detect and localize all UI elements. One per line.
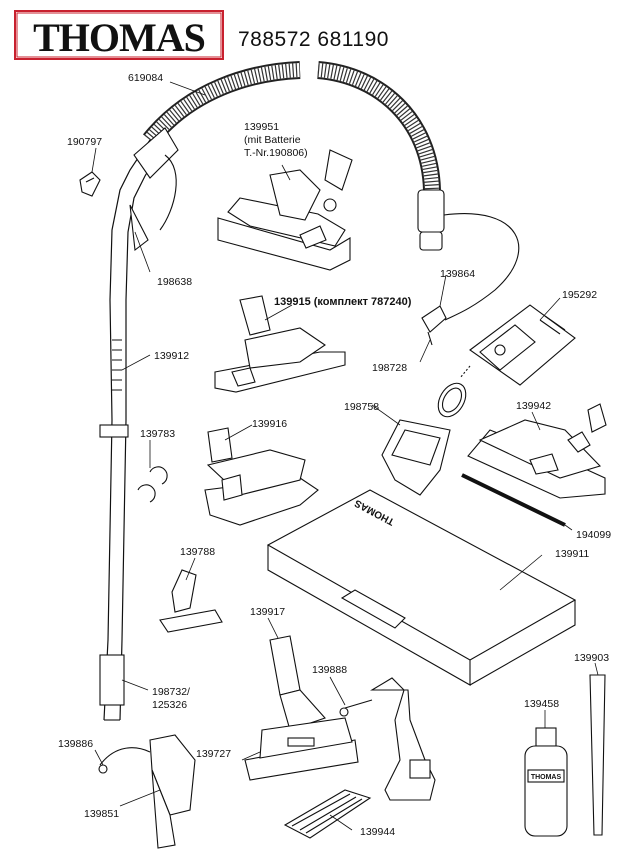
label-139944: 139944 xyxy=(360,826,396,838)
nozzle-139951-drawing xyxy=(217,149,353,271)
label-139951: 139951 xyxy=(244,121,280,133)
nozzle-139788-drawing xyxy=(159,569,223,633)
bottle-brand-label: THOMAS xyxy=(531,774,562,781)
spray-unit-139888-drawing xyxy=(339,677,436,801)
hose-drawing xyxy=(142,61,520,321)
bag-195292-drawing xyxy=(469,304,576,386)
label-139903: 139903 xyxy=(574,652,610,664)
label-139951-note-1: (mit Batterie xyxy=(244,134,301,146)
model-numbers: 788572 681190 xyxy=(238,28,389,51)
logo-text: THOMAS xyxy=(33,15,205,60)
label-139917: 139917 xyxy=(250,606,286,618)
label-139783: 139783 xyxy=(140,428,176,440)
connector-drawing xyxy=(421,305,447,346)
case-139911-drawing: THOMAS xyxy=(266,489,577,686)
nozzle-139942-drawing xyxy=(461,403,607,527)
nozzle-139916-drawing xyxy=(204,427,319,526)
label-139727: 139727 xyxy=(196,748,232,760)
handle-wand-drawing xyxy=(99,127,179,721)
label-139916: 139916 xyxy=(252,418,288,430)
nozzle-139915-drawing xyxy=(214,295,346,393)
label-139911: 139911 xyxy=(555,548,590,560)
label-139788: 139788 xyxy=(180,546,216,558)
tool-139917-drawing xyxy=(244,635,359,781)
label-619084: 619084 xyxy=(128,72,164,84)
label-139458: 139458 xyxy=(524,698,560,710)
label-139915: 139915 (комплект 787240) xyxy=(274,296,412,308)
label-139864: 139864 xyxy=(440,268,476,280)
crevice-139903-drawing xyxy=(589,674,606,836)
clips-139783-drawing xyxy=(137,466,168,503)
label-195292: 195292 xyxy=(562,289,598,301)
brush-strip-139944-drawing xyxy=(283,789,372,839)
filter-198758-drawing xyxy=(381,365,471,496)
label-198732: 198732/ xyxy=(152,686,190,698)
label-139851: 139851 xyxy=(84,808,120,820)
label-198638: 198638 xyxy=(157,276,193,288)
label-139942: 139942 xyxy=(516,400,552,412)
bottle-139458-drawing: THOMAS xyxy=(524,727,568,837)
nozzle-139851-drawing xyxy=(98,734,196,849)
label-139888: 139888 xyxy=(312,664,348,676)
label-190797: 190797 xyxy=(67,136,103,148)
label-194099: 194099 xyxy=(576,529,612,541)
label-198728: 198728 xyxy=(372,362,408,374)
label-139951-note-2: T.-Nr.190806) xyxy=(244,147,308,159)
label-198758: 198758 xyxy=(344,401,380,413)
thomas-logo: THOMAS xyxy=(14,10,224,60)
label-139912: 139912 xyxy=(154,350,190,362)
label-125326: 125326 xyxy=(152,699,188,711)
clip-190797-drawing xyxy=(79,171,101,197)
label-139886: 139886 xyxy=(58,738,94,750)
leader-lines xyxy=(91,81,599,831)
